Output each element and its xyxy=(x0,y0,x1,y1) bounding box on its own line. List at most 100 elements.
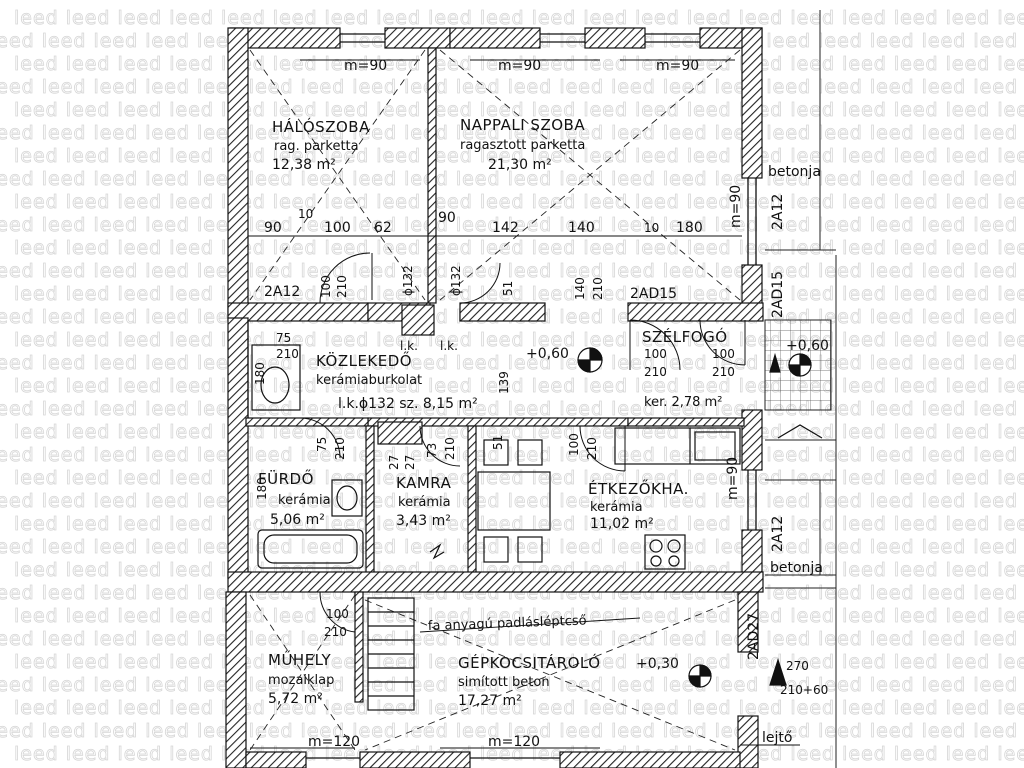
dim-10b: 10 xyxy=(644,221,659,235)
watermark-row: leed leed leed leed leed leed leed leed … xyxy=(0,490,1018,512)
watermark-row: leed leed leed leed leed leed leed leed … xyxy=(0,76,1018,98)
dim-door-hal-w: 100 xyxy=(319,275,333,298)
room-area-muhely: 5,72 m² xyxy=(268,691,323,707)
dim-27b: 27 xyxy=(403,455,417,470)
arrow-garage xyxy=(769,658,787,686)
watermark-row: leed leed leed leed leed leed leed leed … xyxy=(14,697,1024,719)
door-swings xyxy=(299,252,746,633)
watermark-row: leed leed leed leed leed leed leed leed … xyxy=(0,214,1018,236)
room-material-szelfogo: ker. 2,78 m² xyxy=(644,395,722,410)
dim-180c: 180 xyxy=(255,477,269,500)
watermark-row: leed leed leed leed leed leed leed leed … xyxy=(0,720,1018,742)
watermark-row: leed leed leed leed leed leed leed leed … xyxy=(14,467,1024,489)
room-name-nappali: NAPPALI SZOBA xyxy=(460,116,585,134)
room-name-kozlekedo: KÖZLEKEDŐ xyxy=(316,350,412,370)
dim-75b: 75 xyxy=(315,437,329,452)
watermark-row: leed leed leed leed leed leed leed leed … xyxy=(14,651,1024,673)
label-wall-2A12-left: 2A12 xyxy=(264,284,300,300)
watermark-row: leed leed leed leed leed leed leed leed … xyxy=(14,191,1024,213)
room-area-furdo: 5,06 m² xyxy=(270,512,325,528)
dim-garage-door-h: 210+60 xyxy=(780,683,828,697)
watermark-row: leed leed leed leed leed leed leed leed … xyxy=(14,513,1024,535)
watermark-row: leed leed leed leed leed leed leed leed … xyxy=(14,375,1024,397)
label-level-hall: +0,60 xyxy=(526,346,569,362)
room-material-etkezokha: kerámia xyxy=(590,500,643,515)
dim-window-top-left: m=90 xyxy=(344,58,387,74)
watermark-row: leed leed leed leed leed leed leed leed … xyxy=(14,53,1024,75)
room-material-muhely: mozaiklap xyxy=(268,673,334,688)
watermark-row: leed leed leed leed leed leed leed leed … xyxy=(14,7,1024,29)
room-material-haloszoba: rag. parketta xyxy=(274,139,359,154)
dim-szel-b-w: 100 xyxy=(712,347,735,361)
dim-window-kitchen: m=90 xyxy=(725,457,741,500)
dim-window-top-mid: m=90 xyxy=(498,58,541,74)
label-wall-2A12-lower: 2A12 xyxy=(770,516,786,552)
label-attic-stair: fa anyagú padlásléptcső xyxy=(428,613,587,634)
label-wall-2AD15-right: 2AD15 xyxy=(770,271,786,318)
room-area-kozlekedo: l.k.ϕ132 sz. 8,15 m² xyxy=(338,396,478,412)
dim-140a: 140 xyxy=(568,220,595,236)
dim-szel-a-w: 100 xyxy=(644,347,667,361)
dim-100a: 100 xyxy=(324,220,351,236)
dim-10a: 10 xyxy=(298,207,313,221)
exterior-lines xyxy=(765,10,837,768)
dim-51a: 51 xyxy=(501,281,515,296)
watermark-row: leed leed leed leed leed leed leed leed … xyxy=(0,536,1018,558)
dimension-lines xyxy=(248,59,800,749)
level-marker-hall xyxy=(577,347,603,373)
dim-pipe-left: ϕ132 xyxy=(401,265,415,296)
room-material-kamra: kerámia xyxy=(398,495,451,510)
watermark-row: leed leed leed leed leed leed leed leed … xyxy=(14,145,1024,167)
level-marker-garage xyxy=(688,664,712,688)
watermark-row: leed leed leed leed leed leed leed leed … xyxy=(14,329,1024,351)
watermark-row: leed leed leed leed leed leed leed leed … xyxy=(0,444,1018,466)
dim-90b: 90 xyxy=(438,210,456,226)
dim-142: 142 xyxy=(492,220,519,236)
dim-window-bottom-left: m=120 xyxy=(308,734,360,750)
watermark-row: leed leed leed leed leed leed leed leed … xyxy=(14,99,1024,121)
dim-51b: 51 xyxy=(491,435,505,450)
label-ramp: lejtő xyxy=(762,730,792,746)
dim-szel-a-h: 210 xyxy=(644,365,667,379)
dim-muhely-door-w: 100 xyxy=(326,607,349,621)
dim-210e: 210 xyxy=(585,437,599,460)
dim-szel-b-h: 210 xyxy=(712,365,735,379)
fixtures xyxy=(247,304,741,711)
label-betonja-bottom: betonja xyxy=(770,560,823,576)
room-name-etkezokha: ÉTKEZŐKHA. xyxy=(588,478,689,498)
label-wall-2A12-right: 2A12 xyxy=(770,194,786,230)
dim-27a: 27 xyxy=(387,455,401,470)
room-name-muhely: MŰHELY xyxy=(268,649,332,669)
room-area-kamra: 3,43 m² xyxy=(396,513,451,529)
room-name-haloszoba: HÁLÓSZOBA xyxy=(272,117,370,136)
watermark-row: leed leed leed leed leed leed leed leed … xyxy=(0,766,1018,768)
walls xyxy=(225,27,764,768)
room-name-kamra: KAMRA xyxy=(396,474,452,492)
watermark-row: leed leed leed leed leed leed leed leed … xyxy=(0,628,1018,650)
watermark-row: leed leed leed leed leed leed leed leed … xyxy=(0,674,1018,696)
watermark-row: leed leed leed leed leed leed leed leed … xyxy=(0,352,1018,374)
watermark-row: leed leed leed leed leed leed leed leed … xyxy=(14,283,1024,305)
dim-window-right: m=90 xyxy=(728,185,744,228)
dim-62: 62 xyxy=(374,220,392,236)
room-material-gepkocsi: simított beton xyxy=(458,675,550,690)
room-area-haloszoba: 12,38 m² xyxy=(272,157,336,173)
watermark-row: leed leed leed leed leed leed leed leed … xyxy=(14,237,1024,259)
dim-210b: 210 xyxy=(276,347,299,361)
label-lk-left: l.k. xyxy=(400,339,418,353)
dim-210c: 210 xyxy=(333,437,347,460)
watermark-row: leed leed leed leed leed leed leed leed … xyxy=(0,260,1018,282)
dim-garage-door-w: 270 xyxy=(786,659,809,673)
dim-90a: 90 xyxy=(264,220,282,236)
dim-pipe-right: ϕ132 xyxy=(449,265,463,296)
label-betonja-top: betonja xyxy=(768,164,821,180)
label-level-garage: +0,30 xyxy=(636,656,679,672)
label-level-entrance: +0,60 xyxy=(786,338,829,354)
label-wall-2AD15: 2AD15 xyxy=(630,286,677,302)
dim-muhely-door-h: 210 xyxy=(324,625,347,639)
dim-door-hal-h: 210 xyxy=(335,275,349,298)
diagonal-markers xyxy=(249,49,741,751)
watermark-row: leed leed leed leed leed leed leed leed … xyxy=(14,605,1024,627)
windows xyxy=(306,33,757,759)
